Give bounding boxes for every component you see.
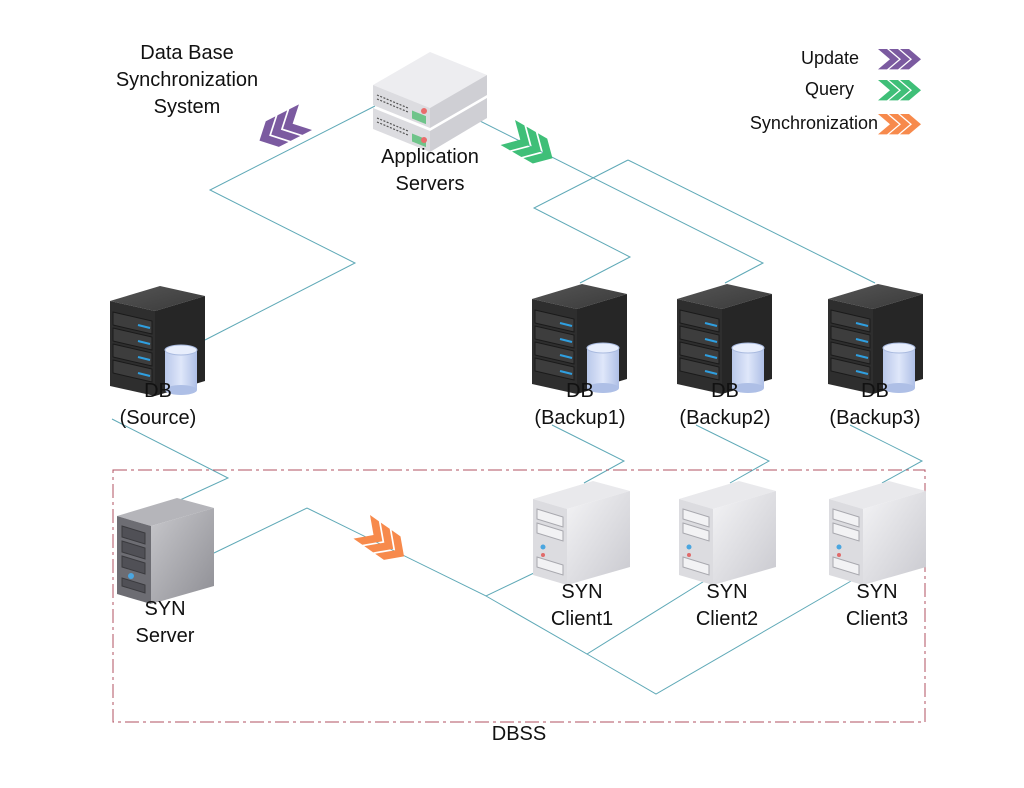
label-line: SYN (561, 581, 603, 603)
label-line: DB (144, 380, 172, 402)
label-line: SYN (856, 581, 898, 603)
link-to-backup1 (532, 159, 632, 284)
legend-synchronization-icon (878, 114, 921, 135)
update-arrow-icon (252, 104, 312, 154)
legend-update-label: Update (800, 48, 859, 68)
legend-synchronization-label: Synchronization (749, 113, 878, 133)
application-server-icon (373, 52, 487, 152)
db-backup1-label: DB (Backup1) (534, 378, 625, 432)
link-to-client3 (586, 576, 859, 695)
link-to-backup3 (627, 159, 876, 284)
label-line: Server (135, 625, 195, 647)
link-app-to-source (204, 105, 376, 341)
syn-server-icon (116, 497, 215, 605)
syn-client1-icon (532, 480, 631, 586)
label-line: Client3 (845, 608, 909, 630)
label-line: DB (711, 380, 739, 402)
link-backup2-to-client2 (695, 424, 771, 484)
link-app-to-backup2 (467, 114, 765, 284)
label-line: DB (861, 380, 889, 402)
label-line: (Backup3) (829, 407, 921, 429)
label-line: DBSS (491, 723, 547, 745)
db-backup3-label: DB (Backup3) (829, 378, 920, 432)
label-line: (Backup1) (534, 407, 626, 429)
link-backup3-to-client3 (849, 424, 924, 484)
label-line: Application (381, 146, 479, 168)
dbss-group-label: DBSS (492, 721, 546, 748)
syn-client3-label: SYN Client3 (846, 579, 908, 633)
syn-server-label: SYN Server (136, 596, 195, 650)
label-line: Client1 (550, 608, 614, 630)
label-line: (Source) (119, 407, 197, 429)
link-backup1-to-client1 (551, 424, 626, 484)
diagram-title: Data Base Synchronization System (116, 40, 258, 121)
link-source-to-synserver (111, 418, 230, 501)
legend-query-icon (878, 80, 921, 101)
dbss-group-border (112, 469, 926, 723)
links (111, 105, 924, 695)
synchronization-arrow-icon (353, 515, 413, 569)
label-line: (Backup2) (679, 407, 771, 429)
label-line: SYN (144, 598, 186, 620)
legend-update-icon (878, 49, 921, 70)
title-line: Synchronization (115, 69, 259, 91)
db-source-label: DB (Source) (120, 378, 197, 432)
syn-client1-label: SYN Client1 (551, 579, 613, 633)
title-line: Data Base (140, 42, 234, 64)
label-line: SYN (706, 581, 748, 603)
legend-query-label: Query (804, 79, 854, 99)
label-line: Client2 (695, 608, 759, 630)
syn-client2-icon (678, 480, 777, 586)
label-line: DB (566, 380, 594, 402)
db-backup2-label: DB (Backup2) (679, 378, 770, 432)
syn-client3-icon (828, 480, 927, 586)
label-line: Servers (395, 173, 465, 195)
application-servers-label: Application Servers (381, 144, 479, 198)
query-arrow-icon (500, 120, 560, 171)
syn-client2-label: SYN Client2 (696, 579, 758, 633)
title-line: System (153, 96, 221, 118)
